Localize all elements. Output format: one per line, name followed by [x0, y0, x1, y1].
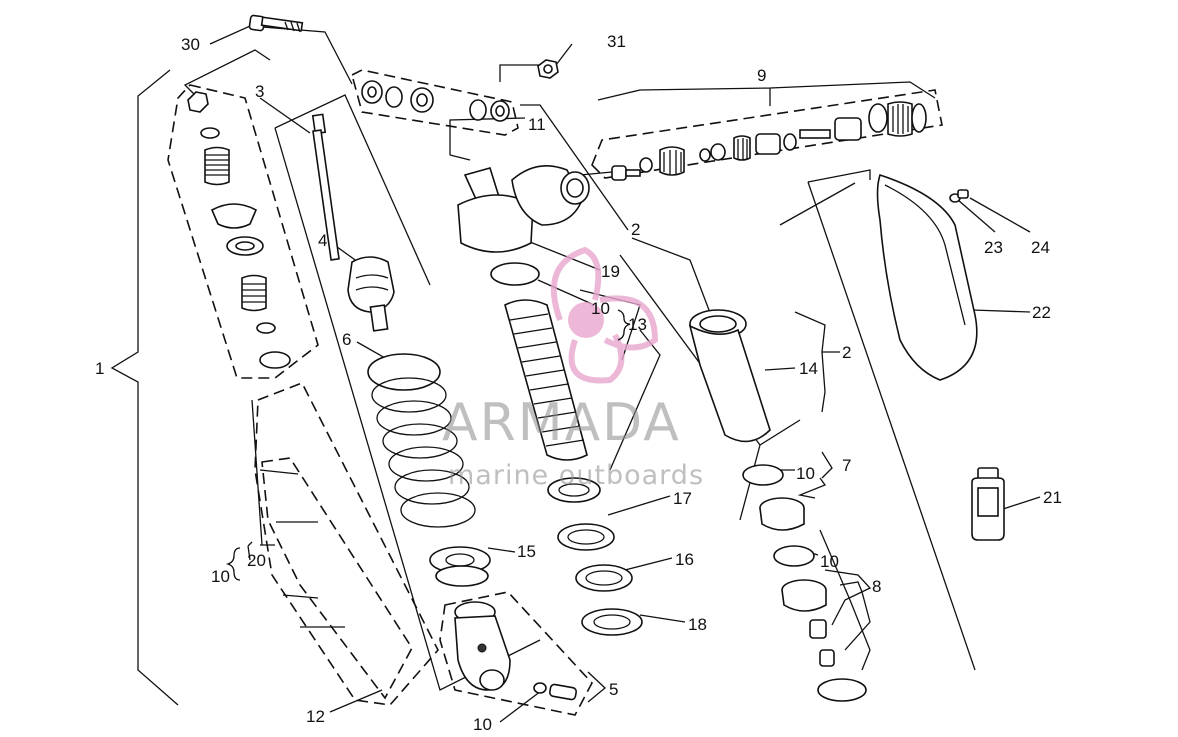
reservoir-cap-7-8: [742, 464, 867, 702]
callout-4: 4: [318, 231, 327, 250]
callout-10-bottom: 10: [473, 715, 492, 734]
callout-2-upper: 2: [631, 220, 640, 239]
callout-2-right: 2: [842, 343, 851, 362]
callout-10-upper: 10: [591, 299, 610, 318]
callout-1: 1: [95, 359, 104, 378]
mudguard-22: [876, 173, 978, 381]
callout-7: 7: [842, 456, 851, 475]
callout-31: 31: [607, 32, 626, 51]
callout-17: 17: [673, 489, 692, 508]
callout-12: 12: [306, 707, 325, 726]
callout-11: 11: [528, 115, 546, 134]
nut-31: [537, 59, 559, 79]
callout-labels: 30 31 3 9 11 2 4 23 24 19 10 22 13 6 2 1…: [95, 32, 1062, 734]
leader-lines: [110, 25, 1041, 723]
callout-8: 8: [872, 577, 881, 596]
callout-22: 22: [1032, 303, 1051, 322]
callout-5: 5: [609, 680, 618, 699]
callout-20: 20: [247, 551, 266, 570]
lower-eye-5: [454, 601, 578, 701]
armada-watermark: ARMADA marine outboards: [442, 246, 704, 491]
oil-bottle-21: [971, 467, 1005, 541]
callout-23: 23: [984, 238, 1003, 257]
lock-rings-16-17-18: [547, 477, 643, 636]
callout-14: 14: [799, 359, 818, 378]
armada-logo-icon: [550, 246, 659, 384]
callout-30: 30: [181, 35, 200, 54]
callout-6: 6: [342, 330, 351, 349]
watermark-tagline: marine outboards: [448, 460, 704, 491]
callout-18: 18: [688, 615, 707, 634]
bushing-set-11: [361, 80, 510, 122]
body-top-eye: [457, 164, 590, 286]
callout-21: 21: [1043, 488, 1062, 507]
piston-rod-3: [311, 113, 395, 332]
valve-assembly-9: [611, 101, 927, 181]
threaded-body-13: [504, 299, 588, 461]
callout-24: 24: [1031, 238, 1050, 257]
callout-10-left: 10: [211, 567, 230, 586]
callout-9: 9: [757, 66, 766, 85]
reservoir-14: [688, 309, 771, 443]
callout-15: 15: [517, 542, 536, 561]
callout-16: 16: [675, 550, 694, 569]
callout-19: 19: [601, 262, 620, 281]
callout-13: 13: [628, 315, 647, 334]
spring-6: [367, 353, 476, 528]
screw-23-24: [949, 189, 969, 203]
group-outlines: [167, 69, 943, 716]
callout-10-mid-right: 10: [820, 552, 839, 571]
valve-stack: [187, 91, 291, 369]
spring-seat-15: [429, 546, 491, 587]
callout-3: 3: [255, 82, 264, 101]
bolt-30: [248, 14, 304, 33]
callout-10-right: 10: [796, 464, 815, 483]
watermark-brand: ARMADA: [442, 393, 681, 453]
